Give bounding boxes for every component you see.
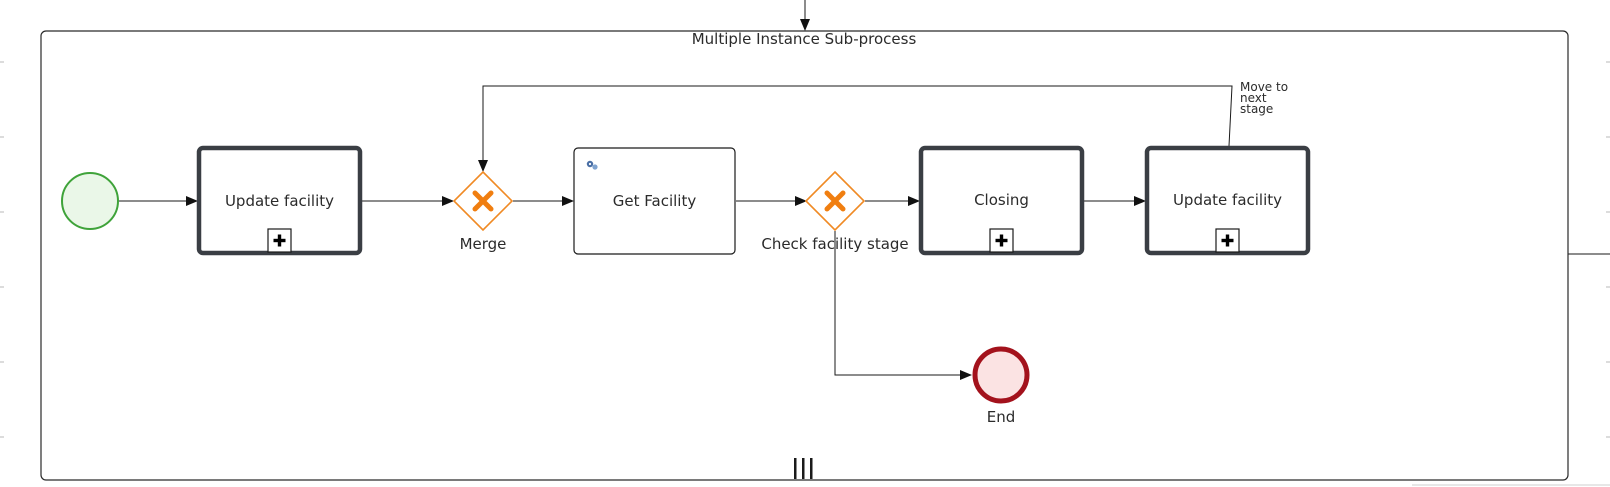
- end-event-label: End: [987, 408, 1016, 426]
- task-get-facility-label: Get Facility: [613, 192, 697, 210]
- task-update-facility-2[interactable]: Update facility: [1144, 145, 1311, 256]
- plus-icon[interactable]: [1215, 228, 1240, 253]
- task-get-facility[interactable]: Get Facility: [573, 147, 736, 255]
- gateway-merge-label: Merge: [460, 235, 507, 253]
- flow-label-move-to-next-stage: Move to next stage: [1240, 80, 1292, 116]
- start-event[interactable]: [61, 172, 119, 230]
- subprocess-label: Multiple Instance Sub-process: [692, 30, 917, 48]
- parallel-multi-instance-icon: [794, 458, 813, 479]
- canvas-ticks: [0, 61, 1610, 438]
- gateway-check-facility-stage[interactable]: [804, 170, 866, 232]
- gateway-check-facility-stage-label: Check facility stage: [761, 235, 908, 253]
- task-update-facility-1-label: Update facility: [225, 192, 334, 210]
- flow-label-line-3: stage: [1240, 102, 1273, 116]
- task-update-facility-1[interactable]: Update facility: [196, 145, 363, 256]
- plus-icon[interactable]: [267, 228, 292, 253]
- sequence-flows: [119, 85, 1233, 380]
- task-closing-label: Closing: [974, 191, 1029, 209]
- end-event[interactable]: [972, 346, 1030, 404]
- gears-icon: [586, 160, 598, 170]
- flow-label-line-1: Move to: [1240, 80, 1288, 94]
- plus-icon[interactable]: [989, 228, 1014, 253]
- flow-loop-move-to-next-stage[interactable]: [478, 85, 1233, 172]
- flow-check-to-end[interactable]: [834, 231, 972, 380]
- task-closing[interactable]: Closing: [918, 145, 1085, 256]
- multi-instance-subprocess[interactable]: [40, 30, 1569, 481]
- task-update-facility-2-label: Update facility: [1173, 191, 1282, 209]
- x-icon: [824, 190, 846, 212]
- flow-label-line-2: next: [1240, 91, 1267, 105]
- gateway-merge[interactable]: [452, 170, 514, 232]
- x-icon: [472, 190, 494, 212]
